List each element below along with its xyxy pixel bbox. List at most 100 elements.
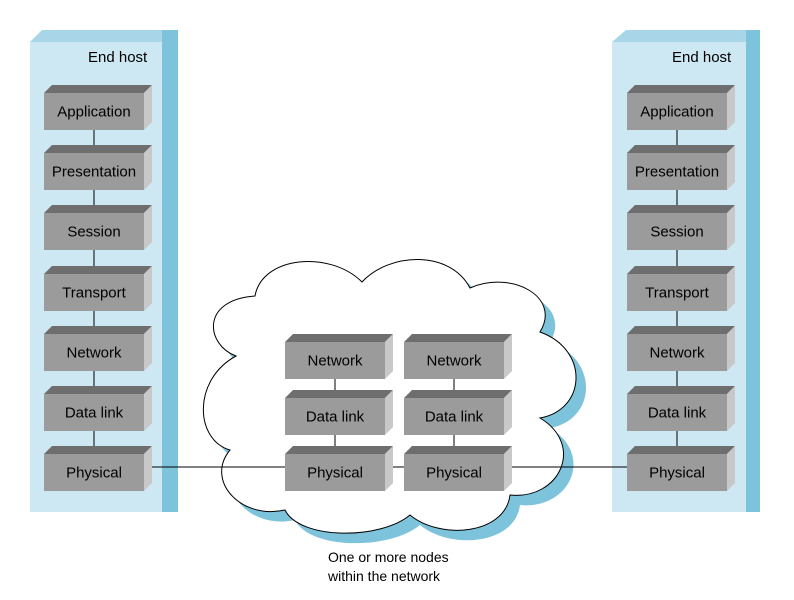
- layer-block-side: [385, 446, 393, 491]
- layer-block-physical: Physical: [285, 446, 393, 491]
- layer-block-top: [44, 446, 152, 454]
- layer-block-physical: Physical: [44, 446, 152, 491]
- layer-block-data-link: Data link: [285, 390, 393, 435]
- layer-block-side: [144, 266, 152, 311]
- layer-label-physical: Physical: [426, 465, 482, 482]
- layer-block-front: [285, 398, 385, 435]
- layer-block-network: Network: [627, 326, 735, 371]
- layer-label-physical: Physical: [307, 465, 363, 482]
- layer-block-front: [44, 213, 144, 250]
- layer-label-network: Network: [307, 353, 363, 370]
- layer-block-top: [404, 334, 512, 342]
- left-host-title: End host: [88, 49, 148, 66]
- layer-block-physical: Physical: [404, 446, 512, 491]
- left-panel-top-face: [30, 30, 178, 42]
- layer-block-transport: Transport: [627, 266, 735, 311]
- layer-block-transport: Transport: [44, 266, 152, 311]
- layer-block-side: [727, 386, 735, 431]
- layer-block-front: [44, 394, 144, 431]
- layer-block-side: [727, 446, 735, 491]
- layer-label-physical: Physical: [66, 465, 122, 482]
- layer-block-front: [404, 454, 504, 491]
- layer-block-side: [385, 334, 393, 379]
- layer-label-session: Session: [650, 224, 703, 241]
- layer-block-front: [627, 274, 727, 311]
- layer-block-physical: Physical: [627, 446, 735, 491]
- layer-block-data-link: Data link: [44, 386, 152, 431]
- left-host-stack: ApplicationPresentationSessionTransportN…: [44, 85, 152, 491]
- layer-block-side: [144, 446, 152, 491]
- layer-label-application: Application: [640, 104, 713, 121]
- layer-label-session: Session: [67, 224, 120, 241]
- layer-block-side: [727, 85, 735, 130]
- layer-block-front: [627, 334, 727, 371]
- layer-block-side: [727, 205, 735, 250]
- layer-block-front: [285, 342, 385, 379]
- layer-label-data-link: Data link: [425, 409, 484, 426]
- layer-block-front: [404, 342, 504, 379]
- network-cloud: [202, 258, 587, 544]
- layer-block-side: [144, 205, 152, 250]
- layer-block-side: [727, 326, 735, 371]
- layer-label-presentation: Presentation: [635, 164, 719, 181]
- layer-block-top: [44, 386, 152, 394]
- layer-block-front: [44, 274, 144, 311]
- network-caption-line-2: within the network: [327, 568, 441, 584]
- layer-block-side: [727, 266, 735, 311]
- right-panel-side-slant: [746, 30, 760, 512]
- layer-block-front: [627, 153, 727, 190]
- layer-label-transport: Transport: [645, 285, 709, 302]
- layer-block-top: [627, 326, 735, 334]
- layer-block-front: [404, 398, 504, 435]
- layer-label-transport: Transport: [62, 285, 126, 302]
- layer-stacks: ApplicationPresentationSessionTransportN…: [44, 85, 735, 491]
- layer-block-presentation: Presentation: [44, 145, 152, 190]
- layer-block-top: [627, 266, 735, 274]
- layer-block-side: [504, 446, 512, 491]
- layer-block-side: [385, 390, 393, 435]
- layer-label-data-link: Data link: [648, 405, 707, 422]
- layer-block-top: [627, 205, 735, 213]
- layer-block-front: [627, 93, 727, 130]
- layer-block-top: [285, 446, 393, 454]
- layer-block-front: [627, 213, 727, 250]
- layer-block-top: [285, 390, 393, 398]
- right-panel-top-face: [612, 30, 760, 42]
- layer-block-top: [404, 390, 512, 398]
- layer-block-side: [144, 386, 152, 431]
- layer-block-top: [44, 205, 152, 213]
- layer-block-application: Application: [627, 85, 735, 130]
- layer-block-presentation: Presentation: [627, 145, 735, 190]
- layer-block-data-link: Data link: [627, 386, 735, 431]
- layer-label-data-link: Data link: [306, 409, 365, 426]
- right-host-stack: ApplicationPresentationSessionTransportN…: [627, 85, 735, 491]
- layer-block-session: Session: [44, 205, 152, 250]
- layer-label-presentation: Presentation: [52, 164, 136, 181]
- layer-block-top: [44, 85, 152, 93]
- layer-block-top: [404, 446, 512, 454]
- layer-block-network: Network: [44, 326, 152, 371]
- layer-block-side: [144, 145, 152, 190]
- layer-label-application: Application: [57, 104, 130, 121]
- layer-block-top: [44, 326, 152, 334]
- layer-block-network: Network: [404, 334, 512, 379]
- layer-block-data-link: Data link: [404, 390, 512, 435]
- layer-label-network: Network: [66, 345, 122, 362]
- layer-block-front: [44, 334, 144, 371]
- left-panel-side-slant: [162, 30, 178, 512]
- layer-block-top: [627, 386, 735, 394]
- layer-block-side: [504, 334, 512, 379]
- layer-block-front: [44, 454, 144, 491]
- layer-label-network: Network: [649, 345, 705, 362]
- layer-block-front: [285, 454, 385, 491]
- layer-block-application: Application: [44, 85, 152, 130]
- layer-block-top: [285, 334, 393, 342]
- right-host-title: End host: [672, 49, 732, 66]
- layer-block-network: Network: [285, 334, 393, 379]
- layer-block-top: [627, 446, 735, 454]
- layer-block-front: [627, 454, 727, 491]
- network-caption-line-1: One or more nodes: [328, 549, 449, 565]
- layer-block-front: [44, 153, 144, 190]
